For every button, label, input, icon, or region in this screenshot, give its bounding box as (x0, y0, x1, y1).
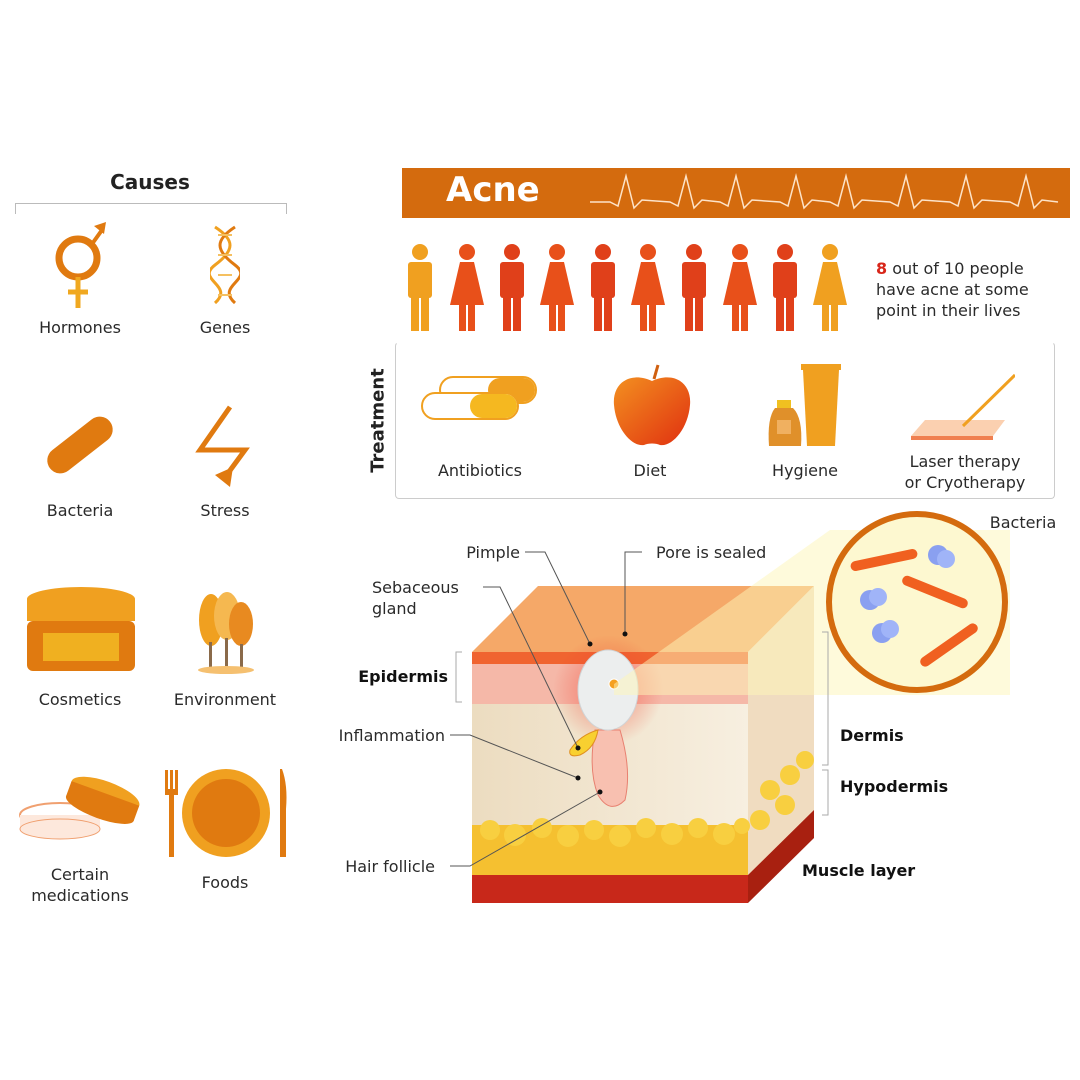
treatment-label: Laser therapy or Cryotherapy (904, 452, 1026, 492)
gender-symbol-icon (55, 222, 106, 308)
laser-icon (911, 373, 1015, 440)
muscle-layer-label: Muscle layer (802, 861, 916, 880)
epidermis-label: Epidermis (358, 667, 448, 686)
treatment-label: Hygiene (772, 461, 838, 480)
treatment-label: Antibiotics (437, 461, 523, 480)
pill-box-icon (19, 776, 140, 840)
dermis-label: Dermis (840, 726, 904, 745)
pimple-label: Pimple (466, 543, 520, 562)
cause-label: Bacteria (46, 501, 114, 520)
dna-icon (210, 225, 240, 305)
cosmetic-jar-icon (27, 587, 135, 671)
cause-label: Hormones (39, 318, 121, 337)
treatment-bracket (395, 342, 1055, 499)
trees-icon (198, 592, 254, 674)
cause-label: Cosmetics (38, 690, 122, 709)
causes-title: Causes (110, 170, 190, 194)
cause-label: Stress (200, 501, 250, 520)
heartbeat-line-icon (590, 173, 1059, 210)
cause-label: Genes (199, 318, 251, 337)
cause-label: Certain medications (31, 865, 129, 905)
lightning-bolt-icon (195, 405, 250, 487)
pore-sealed-label: Pore is sealed (656, 543, 767, 562)
treatment-label: Diet (633, 461, 667, 480)
bacteria-magnified-icon (826, 511, 1008, 693)
cause-label: Foods (201, 873, 249, 892)
cause-label: Environment (173, 690, 277, 709)
apple-icon (613, 364, 691, 446)
sebaceous-gland-label: Sebaceous gland (372, 578, 459, 618)
bottles-icon (768, 364, 841, 446)
causes-bracket (15, 203, 287, 214)
page-title: Acne (446, 170, 540, 210)
hair-follicle-label: Hair follicle (345, 857, 435, 876)
bacterium-icon (47, 416, 113, 474)
capsules-icon (421, 376, 537, 420)
hypodermis-label: Hypodermis (840, 777, 949, 796)
acne-statistic: 8 out of 10 people have acne at some poi… (876, 259, 1029, 320)
bacteria-label: Bacteria (989, 513, 1057, 532)
inflammation-label: Inflammation (338, 726, 445, 745)
plate-fork-knife-icon (165, 769, 287, 857)
